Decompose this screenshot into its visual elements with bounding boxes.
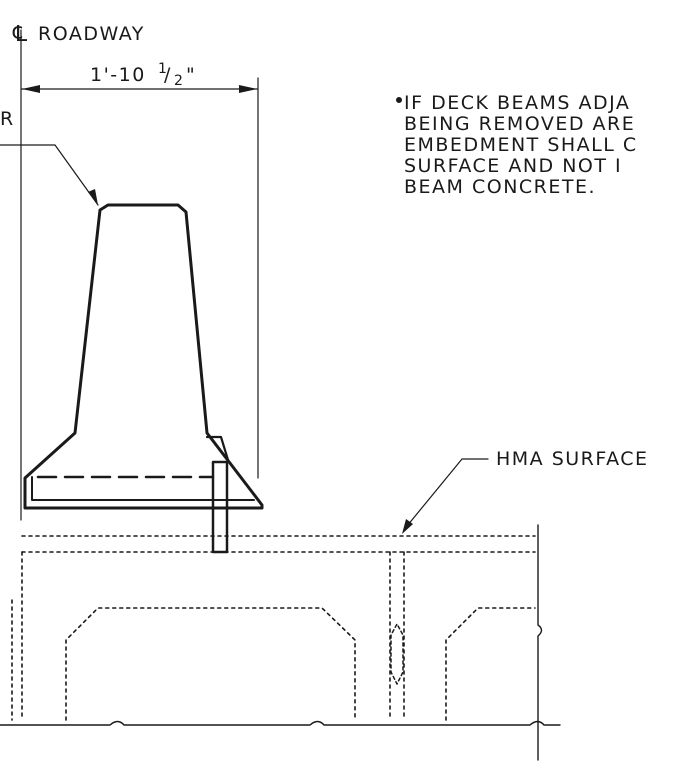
centerline-label: ROADWAY [38,23,145,45]
note-line: BEAM CONCRETE. [404,176,597,198]
dimension-arrow-left [22,85,40,93]
barrier-cut-label: R [0,108,15,130]
note-line: IF DECK BEAMS ADJA [404,92,631,114]
bottom-break-line [0,720,561,726]
note-line: EMBEDMENT SHALL C [404,134,638,156]
barrier-leader-arrow [88,189,98,205]
right-break-line [537,524,543,761]
dimension-whole: 1'-10 [90,64,146,86]
dimension-fraction-numerator: 1 [158,61,169,77]
dimension-fraction-slash: / [164,64,172,86]
barrier-outline [23,203,264,510]
hma-leader-arrow [402,519,413,534]
hma-leader [406,458,489,527]
beam-void-right [445,607,536,721]
note-bullet [396,97,402,103]
note-line: SURFACE AND NOT I [404,155,623,177]
bolt-recess [205,435,230,462]
hma-surface-label: HMA SURFACE [496,448,649,470]
note-line: BEING REMOVED ARE [404,113,636,135]
barrier-inner-edge [31,476,255,501]
dimension-text: 1'-10 1 / 2 " [90,61,220,89]
beam-void-left [65,607,356,721]
dimension-fraction-denominator: 2 [174,73,185,89]
dimension-inch-mark: " [186,64,197,86]
shear-key-slot [390,623,404,685]
barrier-leader [0,144,99,206]
general-note: IF DECK BEAMS ADJA BEING REMOVED ARE EMB… [404,93,638,198]
centerline-symbol: ℄ [13,22,29,47]
dimension-arrow-right [239,85,257,93]
